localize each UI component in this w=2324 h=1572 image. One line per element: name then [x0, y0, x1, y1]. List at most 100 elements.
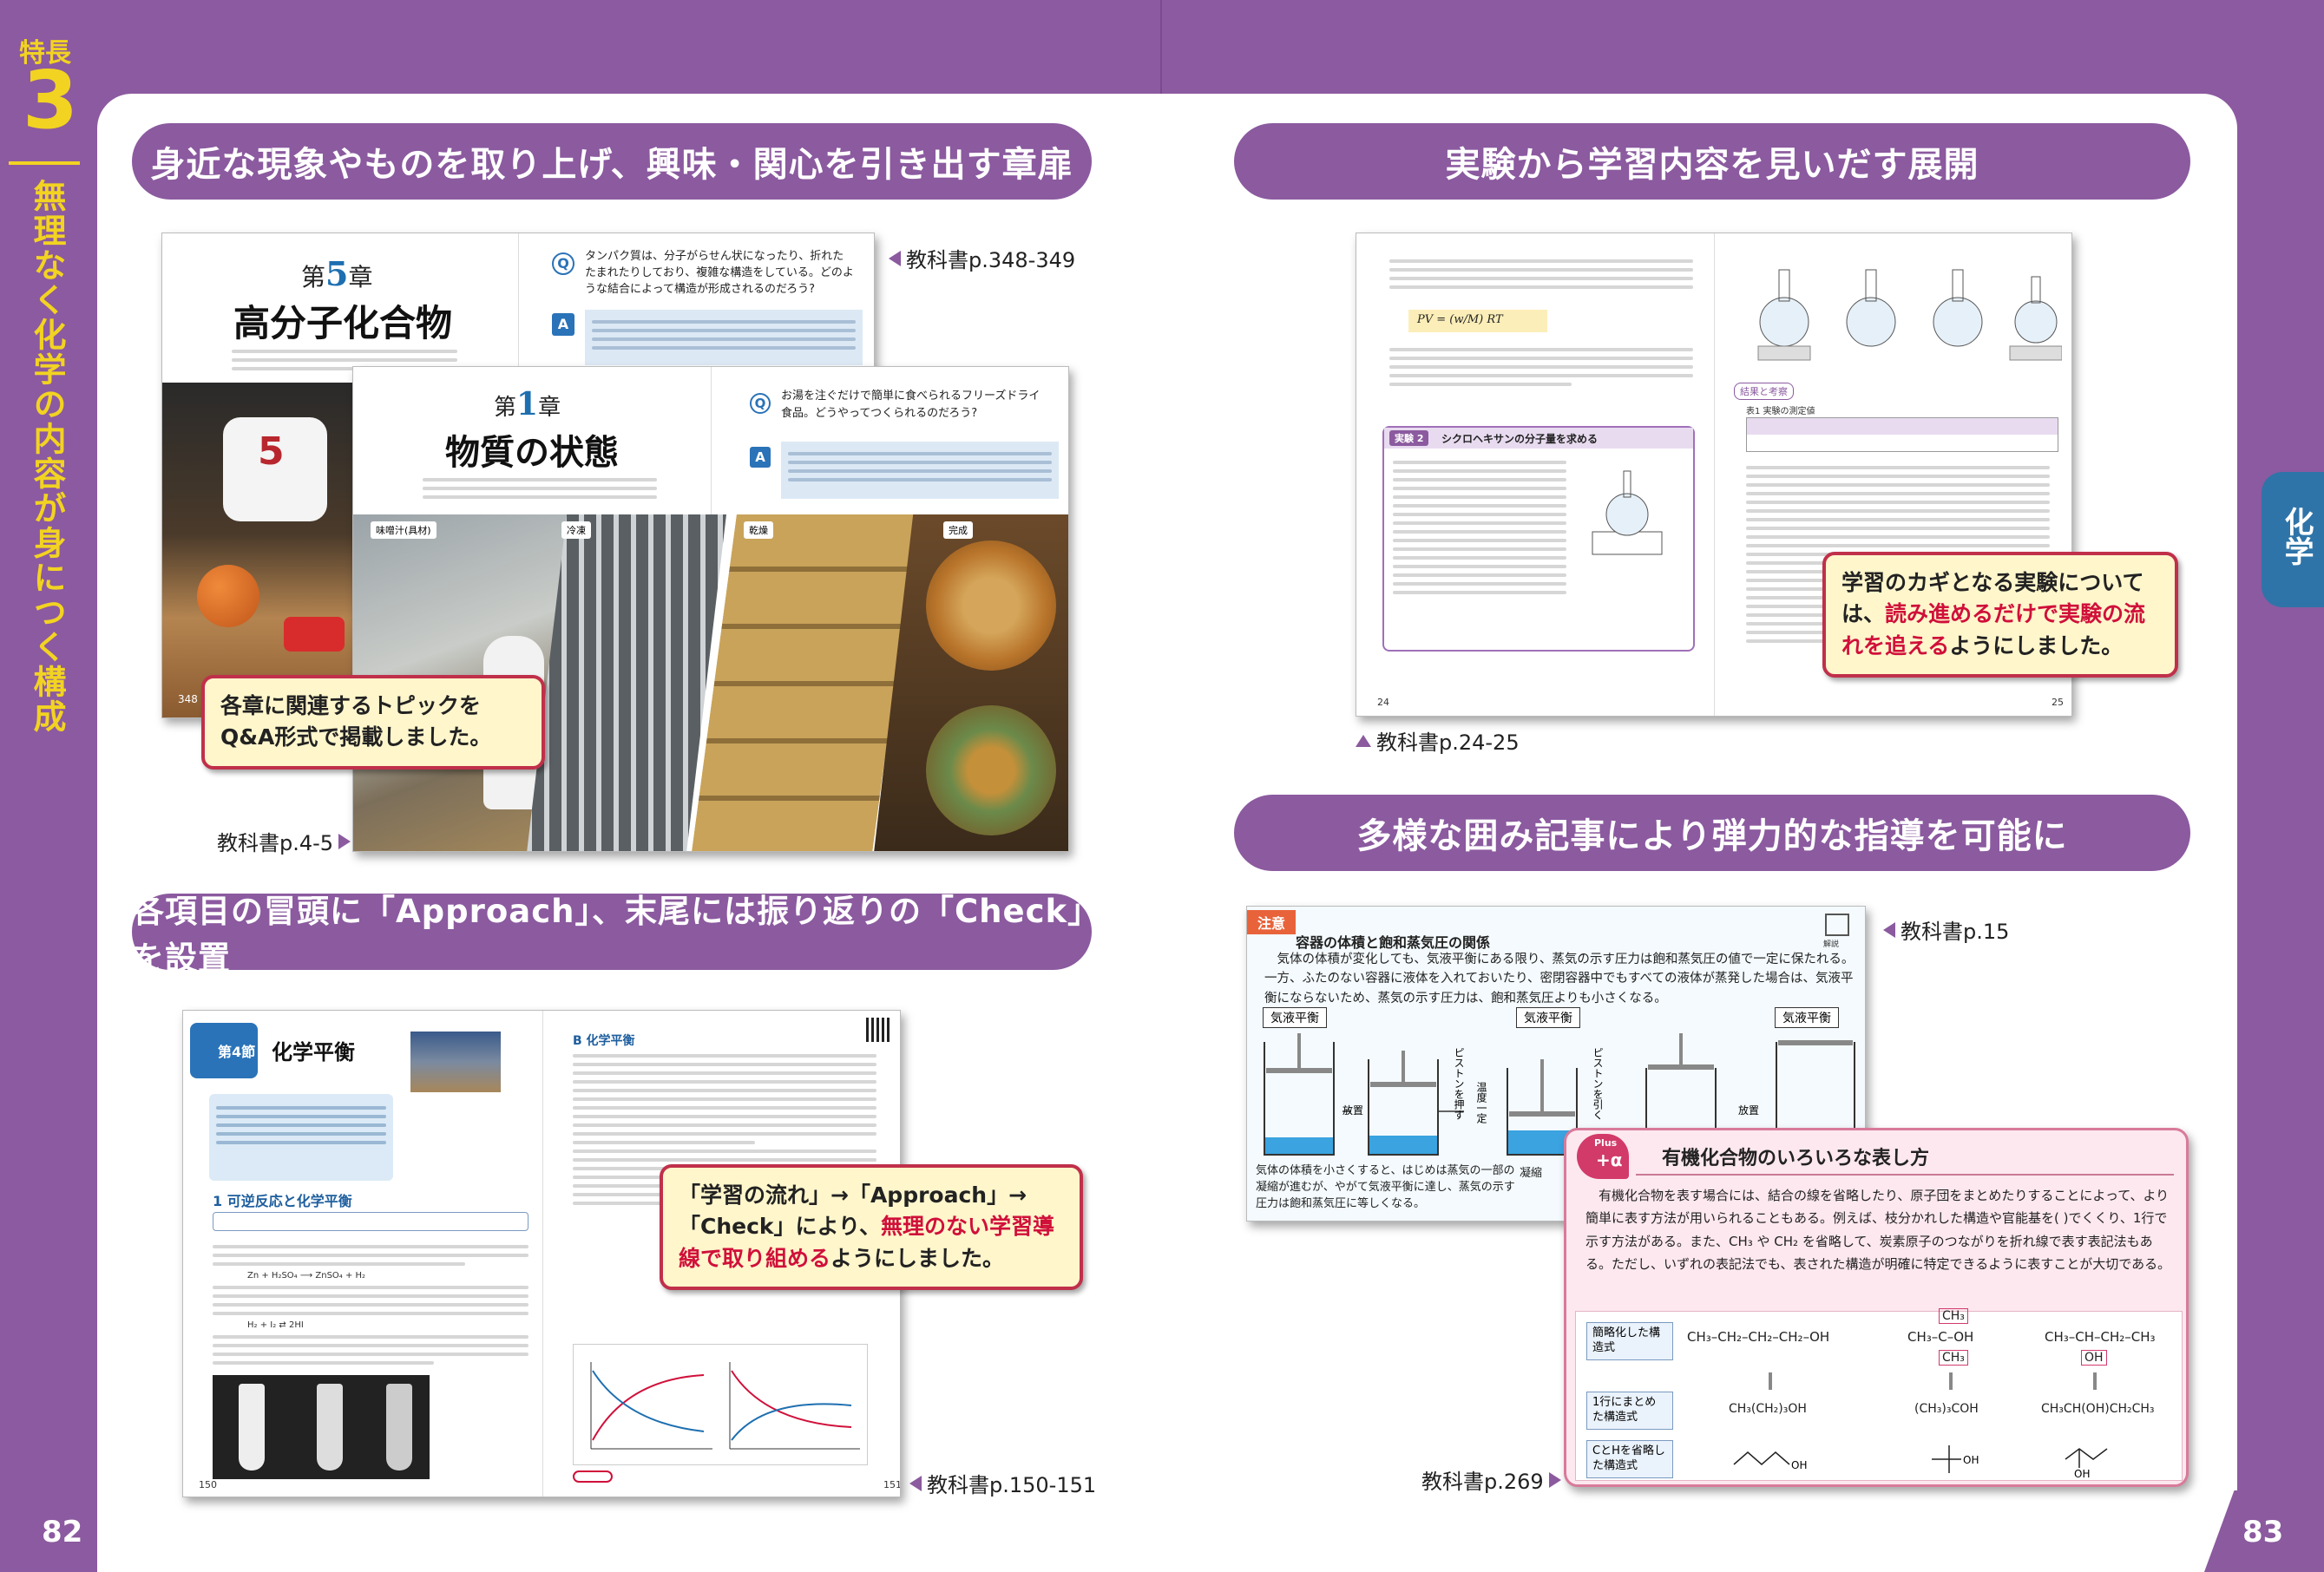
plus-title-rule: [1636, 1174, 2174, 1176]
photo-dried-blocks: [692, 514, 917, 851]
row-label-1: 簡略化した構造式: [1586, 1322, 1673, 1360]
photo-tag-3: 乾燥: [744, 521, 773, 539]
ref-p24: 教科書p.24-25: [1356, 725, 1520, 756]
plus-badge-top: Plus: [1594, 1137, 1618, 1149]
state-label-2: 気液平衡: [1516, 1007, 1580, 1028]
ch1-a-mark: A: [750, 447, 771, 468]
sec-badge: [190, 1023, 258, 1078]
eq-page-left-number: 150: [199, 1479, 217, 1490]
player-shoes: [284, 617, 345, 652]
equilibrium-graphs: [590, 1362, 860, 1450]
qr-code: [866, 1018, 890, 1042]
plus-body: 有機化合物を表す場合には、結合の線を省略したり、原子団をまとめたりすることによっ…: [1585, 1188, 2171, 1272]
photo-tag-4: 完成: [943, 521, 973, 539]
skel-oh-c: OH: [2074, 1468, 2091, 1480]
ref-p24-text: 教科書p.24-25: [1376, 730, 1520, 755]
feature-rule: [9, 161, 80, 165]
formula-b-mid: CH₃–C–OH: [1907, 1329, 1974, 1345]
eq-page-right-number: 151: [883, 1479, 901, 1490]
state-label-1: 気液平衡: [1263, 1007, 1327, 1028]
ch1-q-mark: Q: [750, 393, 771, 414]
oneline-c: CH₃CH(OH)CH₂CH₃: [2041, 1402, 2155, 1416]
temp-const-label: 温度一定: [1475, 1082, 1487, 1123]
note-corner-icon: [1825, 914, 1849, 936]
ch5-q-mark: Q: [552, 252, 574, 275]
note-corner-label: 解説: [1823, 940, 1840, 949]
feature-label: 特長: [19, 38, 71, 69]
section3-callout-post: ようにしました。: [830, 1245, 1005, 1271]
measurement-table: [1746, 417, 2058, 452]
section3-callout-red: 無理のない学習導線で取り組める: [679, 1214, 1055, 1271]
ch1-label-pre: 第: [494, 395, 517, 421]
graph-box: [573, 1344, 868, 1465]
ch5-num: 5: [325, 254, 349, 293]
exp-page-right-number: 25: [2052, 697, 2064, 708]
skeletal-formula-c: [2065, 1448, 2108, 1468]
ch1-left: 第1章 物質の状態: [353, 367, 711, 514]
subsection-b-title: B 化学平衡: [573, 1034, 635, 1048]
skel-oh-a: OH: [1791, 1459, 1808, 1471]
tube-1: [239, 1384, 265, 1470]
left-arrow-icon: [889, 250, 901, 266]
plus-badge-bottom: +α: [1596, 1150, 1623, 1170]
ch5-a-mark: A: [552, 313, 574, 336]
photo-tag-1: 味噌汁(具材): [371, 521, 437, 539]
section1-callout: 各章に関連するトピックをQ&A形式で掲載しました。: [201, 675, 545, 770]
section2-callout-post: ようにしました。: [1949, 632, 2124, 658]
section2-callout-pre: 学習のカギとなる実験については、: [1841, 570, 2144, 627]
section4-heading: 多様な囲み記事により弾力的な指導を可能に: [1234, 795, 2190, 871]
formula-c-sub: OH: [2081, 1350, 2107, 1366]
page-number-left: 82: [42, 1515, 83, 1549]
ref-p269-text: 教科書p.269: [1421, 1470, 1544, 1494]
formula-a: CH₃–CH₂–CH₂–CH₂–OH: [1687, 1329, 1830, 1345]
side-title: 無理なく化学の内容が身につく構成: [28, 179, 66, 734]
flask-apparatus-icon: [1592, 470, 1663, 555]
state-label-3: 気液平衡: [1775, 1007, 1839, 1028]
ref-p15-text: 教科書p.15: [1901, 920, 2010, 944]
eq-left-text: Zn + H₂SO₄ ⟶ ZnSO₄ + H₂ H₂ + I₂ ⇄ 2HI: [213, 1240, 528, 1370]
plus-title: 有機化合物のいろいろな表し方: [1662, 1148, 1930, 1169]
ch5-left: 第5章 高分子化合物: [162, 233, 518, 381]
release-label-1: 放置: [1343, 1104, 1364, 1117]
approach-box: [213, 1212, 528, 1231]
chapter1-spread: 第1章 物質の状態 Q お湯を注ぐだけで簡単に食べられるフリーズドライ食品。どう…: [352, 366, 1069, 852]
jersey-number: 5: [258, 429, 285, 474]
ref-p4-text: 教科書p.4-5: [217, 831, 334, 855]
ref-p269: 教科書p.269: [1421, 1464, 1561, 1495]
skeletal-formula-a: [1733, 1451, 1790, 1465]
note-bottom-text: 気体の体積を小さくすると、はじめは蒸気の一部の凝縮が進むが、やがて気液平衡に達し…: [1256, 1164, 1515, 1210]
exp-left-page: PV = (w/M) RT 実験 2 シクロヘキサンの分子量を求める 24: [1356, 233, 1714, 716]
tube-3: [386, 1384, 412, 1470]
exp-page-left-number: 24: [1377, 697, 1389, 708]
formula-b-bot: CH₃: [1939, 1350, 1968, 1366]
plus-alpha-box: Plus +α 有機化合物のいろいろな表し方 有機化合物を表す場合には、結合の線…: [1564, 1128, 2189, 1487]
section2-callout: 学習のカギとなる実験については、読み進めるだけで実験の流れを追えるようにしました…: [1822, 552, 2178, 678]
section1-heading: 身近な現象やものを取り上げ、興味・関心を引き出す章扉: [132, 123, 1092, 200]
player-jersey: [223, 417, 327, 521]
arrow-b: [1949, 1372, 1953, 1390]
flask-sequence-diagram: [1757, 269, 2062, 361]
up-arrow-icon: [1356, 734, 1371, 747]
formula-box: PV = (w/M) RT: [1408, 310, 1547, 332]
gutter-line: [1160, 0, 1162, 94]
plus-badge: [1577, 1134, 1629, 1179]
basketball-photo: 5: [162, 383, 362, 717]
ch5-answer: [585, 310, 863, 365]
note-body: 気体の体積が変化しても、気液平衡にある限り、蒸気の示す圧力は飽和蒸気圧の値で一定…: [1264, 953, 1855, 1005]
ch1-label: 第1章: [494, 386, 561, 422]
skel-oh-b: OH: [1963, 1454, 1979, 1466]
ch5-right: Q タンパク質は、分子がらせん状になったり、折れたたまれたりしており、複雑な構造…: [518, 233, 874, 381]
ch1-label-post: 章: [538, 395, 561, 421]
ref-p150-text: 教科書p.150-151: [927, 1473, 1097, 1497]
feature-number: 3: [23, 54, 79, 147]
sec-badge-num: 第4節: [218, 1044, 256, 1060]
section2-callout-red: 読み進めるだけで実験の流れを追える: [1841, 601, 2146, 658]
ch5-label-pre: 第: [301, 263, 326, 291]
experiment-photos: [213, 1375, 430, 1479]
arrow-c: [2093, 1372, 2097, 1390]
factory-photo: [410, 1032, 501, 1092]
chem-side-tab: [2262, 472, 2324, 607]
ch1-question: お湯を注ぐだけで簡単に食べられるフリーズドライ食品。どうやってつくられるのだろう…: [781, 390, 1041, 420]
eq-zn: Zn + H₂SO₄ ⟶ ZnSO₄ + H₂: [247, 1271, 366, 1281]
release-label-2: 放置: [1738, 1104, 1760, 1117]
